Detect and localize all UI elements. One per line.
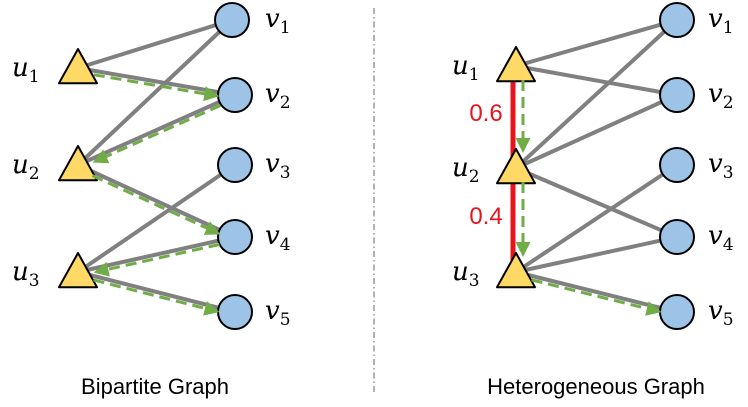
bipartite-walk-arrow-u3-v5 [93,278,220,316]
heterogeneous-edge-u3-v4 [514,235,679,274]
heterogeneous-edge-u3-v3 [514,163,679,274]
heterogeneous-edge-u2-v4 [514,166,679,239]
bipartite-edge-u3-v5 [76,270,237,314]
heterogeneous-panel: 0.6 0.4 u1 u2 u3 v1 v2 v3 v4 v5 [452,2,734,330]
heterogeneous-label-u3: u3 [452,257,480,291]
bipartite-edge-u2-v1 [76,18,234,167]
bipartite-label-v4: v4 [265,221,291,255]
bipartite-walk-arrow-v2-u2 [92,104,221,164]
heterogeneous-item-node-v4 [659,219,695,255]
heterogeneous-item-node-v2 [659,77,695,113]
bipartite-walk-arrow-u1-v2 [93,73,220,102]
bipartite-edge-u2-v4 [76,163,237,239]
heterogeneous-caption: Heterogeneous Graph [487,374,705,399]
heterogeneous-item-node-v5 [659,294,695,330]
heterogeneous-edge-u1-v1 [514,18,679,68]
edge-weight-label: 0.4 [469,203,502,230]
bipartite-user-node-u3 [58,252,98,289]
heterogeneous-item-node-v1 [659,2,695,38]
bipartite-item-node-v2 [217,77,253,113]
heterogeneous-label-u2: u2 [452,153,480,187]
heterogeneous-label-v2: v2 [708,79,734,113]
heterogeneous-walk-arrow-u3-v5 [531,278,662,316]
bipartite-edge-u1-v1 [76,18,234,70]
bipartite-caption: Bipartite Graph [81,374,229,399]
bipartite-user-node-u1 [58,48,98,85]
bipartite-label-v5: v5 [265,296,291,330]
bipartite-label-u2: u2 [12,150,40,184]
heterogeneous-edge-u2-v2 [514,93,679,170]
bipartite-label-u1: u1 [12,53,40,87]
heterogeneous-edge-u1-v2 [514,64,679,97]
heterogeneous-label-u1: u1 [452,51,480,85]
heterogeneous-label-v3: v3 [708,149,734,183]
bipartite-label-u3: u3 [12,257,40,291]
bipartite-panel: u1 u2 u3 v1 v2 v3 v4 v5 [12,2,291,330]
heterogeneous-user-node-u3 [496,252,536,289]
bipartite-user-node-u2 [58,145,98,182]
heterogeneous-label-v1: v1 [708,4,734,38]
bipartite-walk-arrow-v4-u3 [93,243,220,277]
bipartite-label-v1: v1 [265,4,291,38]
bipartite-walk-arrow-u2-v4 [91,174,221,235]
bipartite-item-node-v3 [217,147,253,183]
bipartite-item-node-v5 [217,294,253,330]
heterogeneous-edge-u2-v1 [514,18,679,170]
bipartite-label-v2: v2 [265,79,291,113]
bipartite-item-node-v1 [214,2,250,38]
heterogeneous-label-v5: v5 [708,296,734,330]
bipartite-item-node-v4 [217,219,253,255]
heterogeneous-user-node-u2 [496,148,536,185]
heterogeneous-label-v4: v4 [708,221,734,255]
heterogeneous-edge-u3-v5 [514,270,679,314]
bipartite-edge-u3-v3 [76,163,237,274]
edge-weight-label: 0.6 [469,100,502,127]
bipartite-edge-u2-v2 [76,93,237,167]
bipartite-label-v3: v3 [265,149,291,183]
heterogeneous-item-node-v3 [659,147,695,183]
heterogeneous-user-node-u1 [496,46,536,83]
